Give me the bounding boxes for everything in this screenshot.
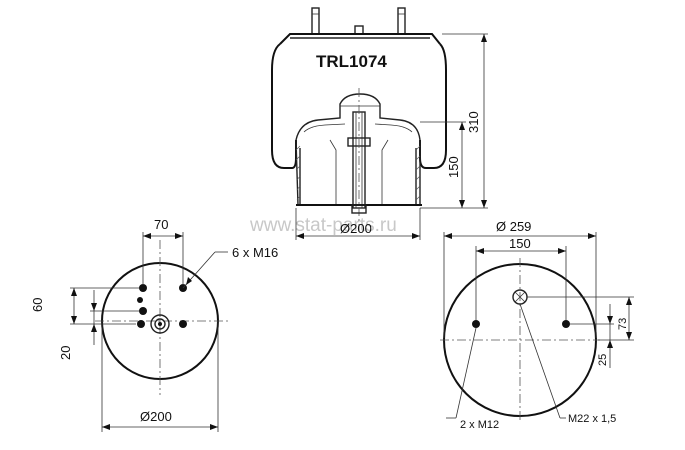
bottom-view: 70 6 x M16 60 20 Ø200	[30, 217, 278, 432]
stud-right	[562, 320, 570, 328]
part-number: TRL1074	[316, 52, 387, 71]
air-port-label: M22 x 1,5	[568, 413, 616, 425]
bolt-holes	[137, 284, 187, 328]
stud-label: 2 x M12	[460, 419, 499, 431]
watermark: www.stat-parts.ru	[249, 215, 397, 236]
piston-body	[295, 139, 421, 206]
dim-310: 310	[466, 111, 481, 133]
piston-hatching	[295, 145, 421, 201]
dim-150-height: 150	[446, 156, 461, 178]
dim-73: 73	[617, 318, 629, 330]
top-view: Ø 259 150 73 25 2 x M12 M22 x 1,5	[440, 219, 634, 431]
piston-top	[295, 93, 421, 141]
center-bolt	[347, 88, 371, 232]
dim-bottom-diameter: Ø200	[140, 409, 172, 424]
bolt-label: 6 x M16	[232, 245, 278, 260]
dim-150-spacing: 150	[509, 236, 531, 251]
dim-60: 60	[30, 298, 45, 312]
top-plate	[279, 33, 441, 45]
side-view: 310 150 Ø200 TRL1074	[271, 7, 488, 240]
dim-side-diameter: Ø200	[340, 221, 372, 236]
bellows-outline	[271, 43, 297, 169]
dim-25: 25	[597, 354, 609, 366]
dim-20: 20	[58, 346, 73, 360]
top-studs	[311, 7, 406, 35]
stud-left	[472, 320, 480, 328]
dim-70: 70	[154, 217, 168, 232]
dim-top-diameter: Ø 259	[496, 219, 531, 234]
